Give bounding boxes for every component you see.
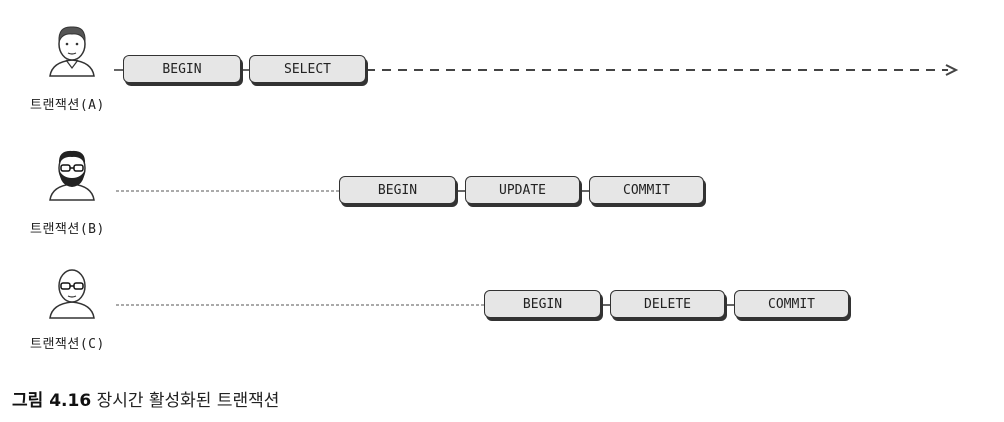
- transaction-b-begin-box: BEGIN: [339, 176, 456, 204]
- transaction-b-commit-box: COMMIT: [589, 176, 704, 204]
- transaction-c-delete-box: DELETE: [610, 290, 725, 318]
- transaction-c-label: 트랜잭션(C): [30, 337, 105, 352]
- person-b-icon: [49, 150, 95, 201]
- transaction-a-begin-box: BEGIN: [123, 55, 241, 83]
- figure-title: 장시간 활성화된 트랜잭션: [96, 391, 280, 411]
- transaction-a-select-box: SELECT: [249, 55, 366, 83]
- figure-caption: 그림 4.16 장시간 활성화된 트랜잭션: [12, 386, 279, 411]
- transaction-a-label: 트랜잭션(A): [30, 98, 105, 113]
- transaction-b-update-box: UPDATE: [465, 176, 580, 204]
- figure-number: 그림 4.16: [12, 391, 92, 411]
- person-c-icon: [49, 269, 95, 319]
- transaction-c-begin-box: BEGIN: [484, 290, 601, 318]
- person-a-icon: [49, 26, 95, 77]
- transaction-b-label: 트랜잭션(B): [30, 222, 105, 237]
- transaction-c-commit-box: COMMIT: [734, 290, 849, 318]
- arrowhead-icon: [945, 64, 959, 76]
